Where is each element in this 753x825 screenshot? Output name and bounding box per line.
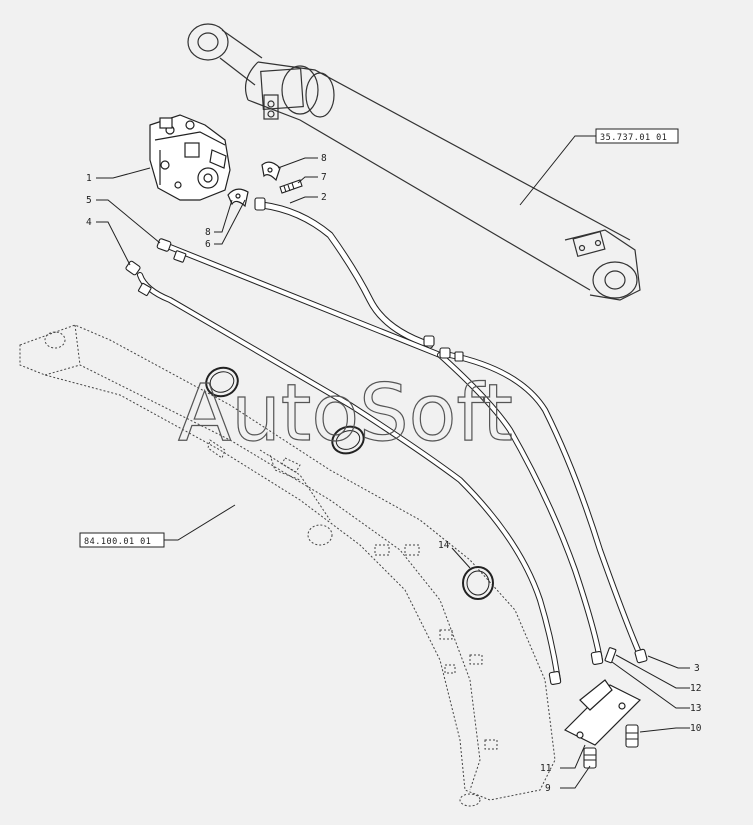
pipes <box>137 201 643 683</box>
mounting-plate <box>563 679 642 746</box>
control-valve <box>149 114 231 201</box>
pipe-clamp-rings <box>205 366 365 455</box>
ref-box-cylinder[interactable]: 35.737.01 01 <box>595 128 679 144</box>
callout-12: 12 <box>690 683 701 694</box>
callout-5: 5 <box>86 195 92 206</box>
flange-clamp-lower <box>227 188 249 208</box>
callout-14: 14 <box>438 540 450 551</box>
callout-2: 2 <box>321 192 327 203</box>
boom-cylinder <box>187 23 641 301</box>
flange-clamp-upper <box>261 161 281 182</box>
watermark: AutoSoft <box>178 369 513 459</box>
ref-boom-label: 84.100.01 01 <box>84 537 151 547</box>
ref-cylinder-label: 35.737.01 01 <box>600 133 667 143</box>
clamp-ring <box>462 566 494 600</box>
callouts: 1 5 4 8 6 8 7 2 14 3 12 13 10 11 9 <box>86 153 702 794</box>
callout-1: 1 <box>86 173 92 184</box>
callout-10: 10 <box>690 723 702 734</box>
pipe-fittings <box>125 197 648 686</box>
callout-4: 4 <box>86 217 92 228</box>
connector-9 <box>583 747 597 769</box>
callout-8-upper: 8 <box>321 153 327 164</box>
bolt <box>279 179 303 194</box>
ref-box-boom[interactable]: 84.100.01 01 <box>79 532 165 548</box>
callout-11: 11 <box>540 763 552 774</box>
callout-6: 6 <box>205 239 211 250</box>
boom-arm <box>19 324 556 807</box>
callout-7: 7 <box>321 172 327 183</box>
callout-9: 9 <box>545 783 551 794</box>
connector-10 <box>625 724 639 748</box>
callout-8-lower: 8 <box>205 227 211 238</box>
callout-13: 13 <box>690 703 701 714</box>
leader-lines <box>96 135 690 789</box>
callout-3: 3 <box>694 663 700 674</box>
